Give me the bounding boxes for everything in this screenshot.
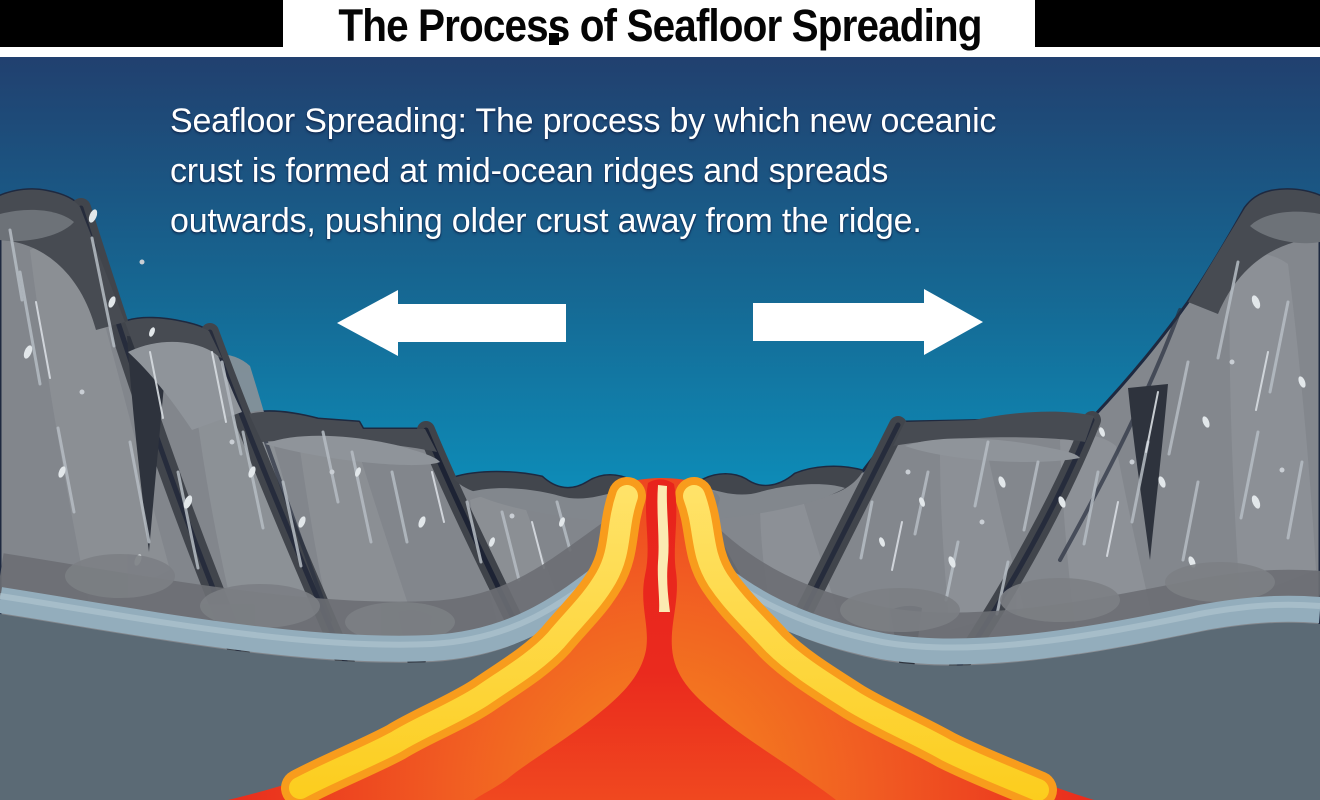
right-rock-specks (905, 359, 1285, 525)
lava-band-left (281, 477, 646, 800)
description-text: Seafloor Spreading: The process by which… (170, 96, 996, 246)
right-arrow-icon (753, 289, 983, 355)
left-rock-streaks-thin (35, 301, 545, 569)
lava-band-right (675, 477, 1057, 800)
magma-plume (228, 477, 1094, 800)
right-rock-dots (879, 295, 1306, 568)
right-base-mounds (840, 562, 1275, 632)
left-arrow-icon (337, 290, 566, 356)
page-title: The Process of Seafloor Spreading (338, 0, 982, 51)
left-terrace-tops (0, 189, 636, 524)
title-left-black-bar (0, 0, 283, 47)
left-rock-streaks (8, 228, 572, 582)
title-right-black-bar (1035, 0, 1320, 47)
left-base-mounds (65, 554, 455, 642)
description-line-2: crust is formed at mid-ocean ridges and … (170, 152, 889, 190)
lava-highlight-stripe (657, 485, 670, 612)
title-bar: The Process of Seafloor Spreading (0, 0, 1320, 57)
title-square-mark (549, 33, 559, 45)
right-terrace-tops (697, 189, 1320, 520)
right-rock-streaks-thin (891, 351, 1269, 571)
spreading-arrows (337, 289, 983, 356)
description-line-1: Seafloor Spreading: The process by which… (170, 102, 997, 140)
left-rock-specks (79, 259, 515, 519)
right-rock-streaks (859, 260, 1304, 616)
description-line-3: outwards, pushing older crust away from … (170, 202, 922, 240)
lava-core (474, 479, 836, 800)
